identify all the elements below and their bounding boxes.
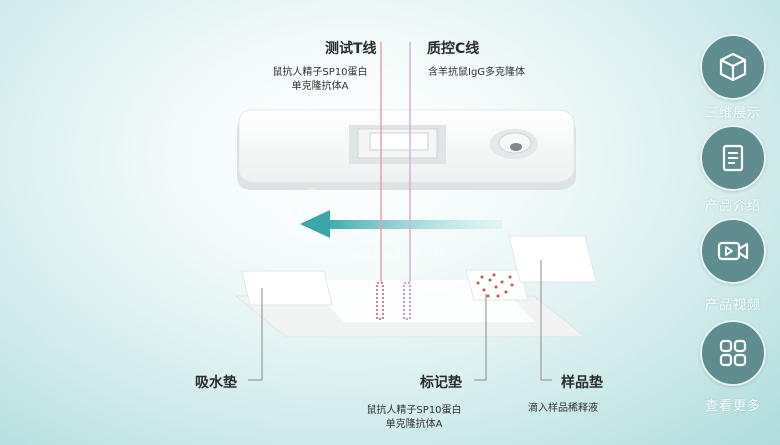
t-line-description: 鼠抗人精子SP10蛋白 单克隆抗体A <box>250 66 390 94</box>
watermark-text: webedi.com <box>352 247 449 260</box>
view-more-button[interactable] <box>700 320 766 386</box>
sample-pad-title: 样品垫 <box>561 372 603 392</box>
view-3d-button[interactable] <box>700 34 766 100</box>
result-window <box>349 125 446 164</box>
sample-pad <box>509 236 596 282</box>
flow-arrow <box>300 210 502 238</box>
cassette <box>237 110 576 190</box>
sample-pad-description: 滴入样品稀释液 <box>528 402 598 416</box>
c-line-description: 含羊抗鼠IgG多克隆体 <box>428 66 525 80</box>
product-intro-button[interactable] <box>700 125 766 191</box>
absorbent-pad <box>242 271 332 305</box>
grid-icon <box>716 336 750 370</box>
t-line-title: 测试T线 <box>325 38 377 58</box>
marker-pad-description: 鼠抗人精子SP10蛋白 单克隆抗体A <box>344 404 484 432</box>
c-line-title: 质控C线 <box>427 38 479 58</box>
video-icon <box>715 234 751 268</box>
cube-icon <box>716 50 750 84</box>
document-icon <box>716 141 750 175</box>
view-more-label[interactable]: 查看更多 <box>694 395 772 414</box>
product-video-button[interactable] <box>700 218 766 284</box>
marker-pad-title: 标记垫 <box>420 372 462 392</box>
absorbent-pad-title: 吸水垫 <box>195 372 237 392</box>
product-intro-label[interactable]: 产品介绍 <box>694 195 772 214</box>
sample-well <box>490 129 538 159</box>
view-3d-label[interactable]: 三维展示 <box>694 102 772 121</box>
product-video-label[interactable]: 产品视频 <box>694 294 772 313</box>
